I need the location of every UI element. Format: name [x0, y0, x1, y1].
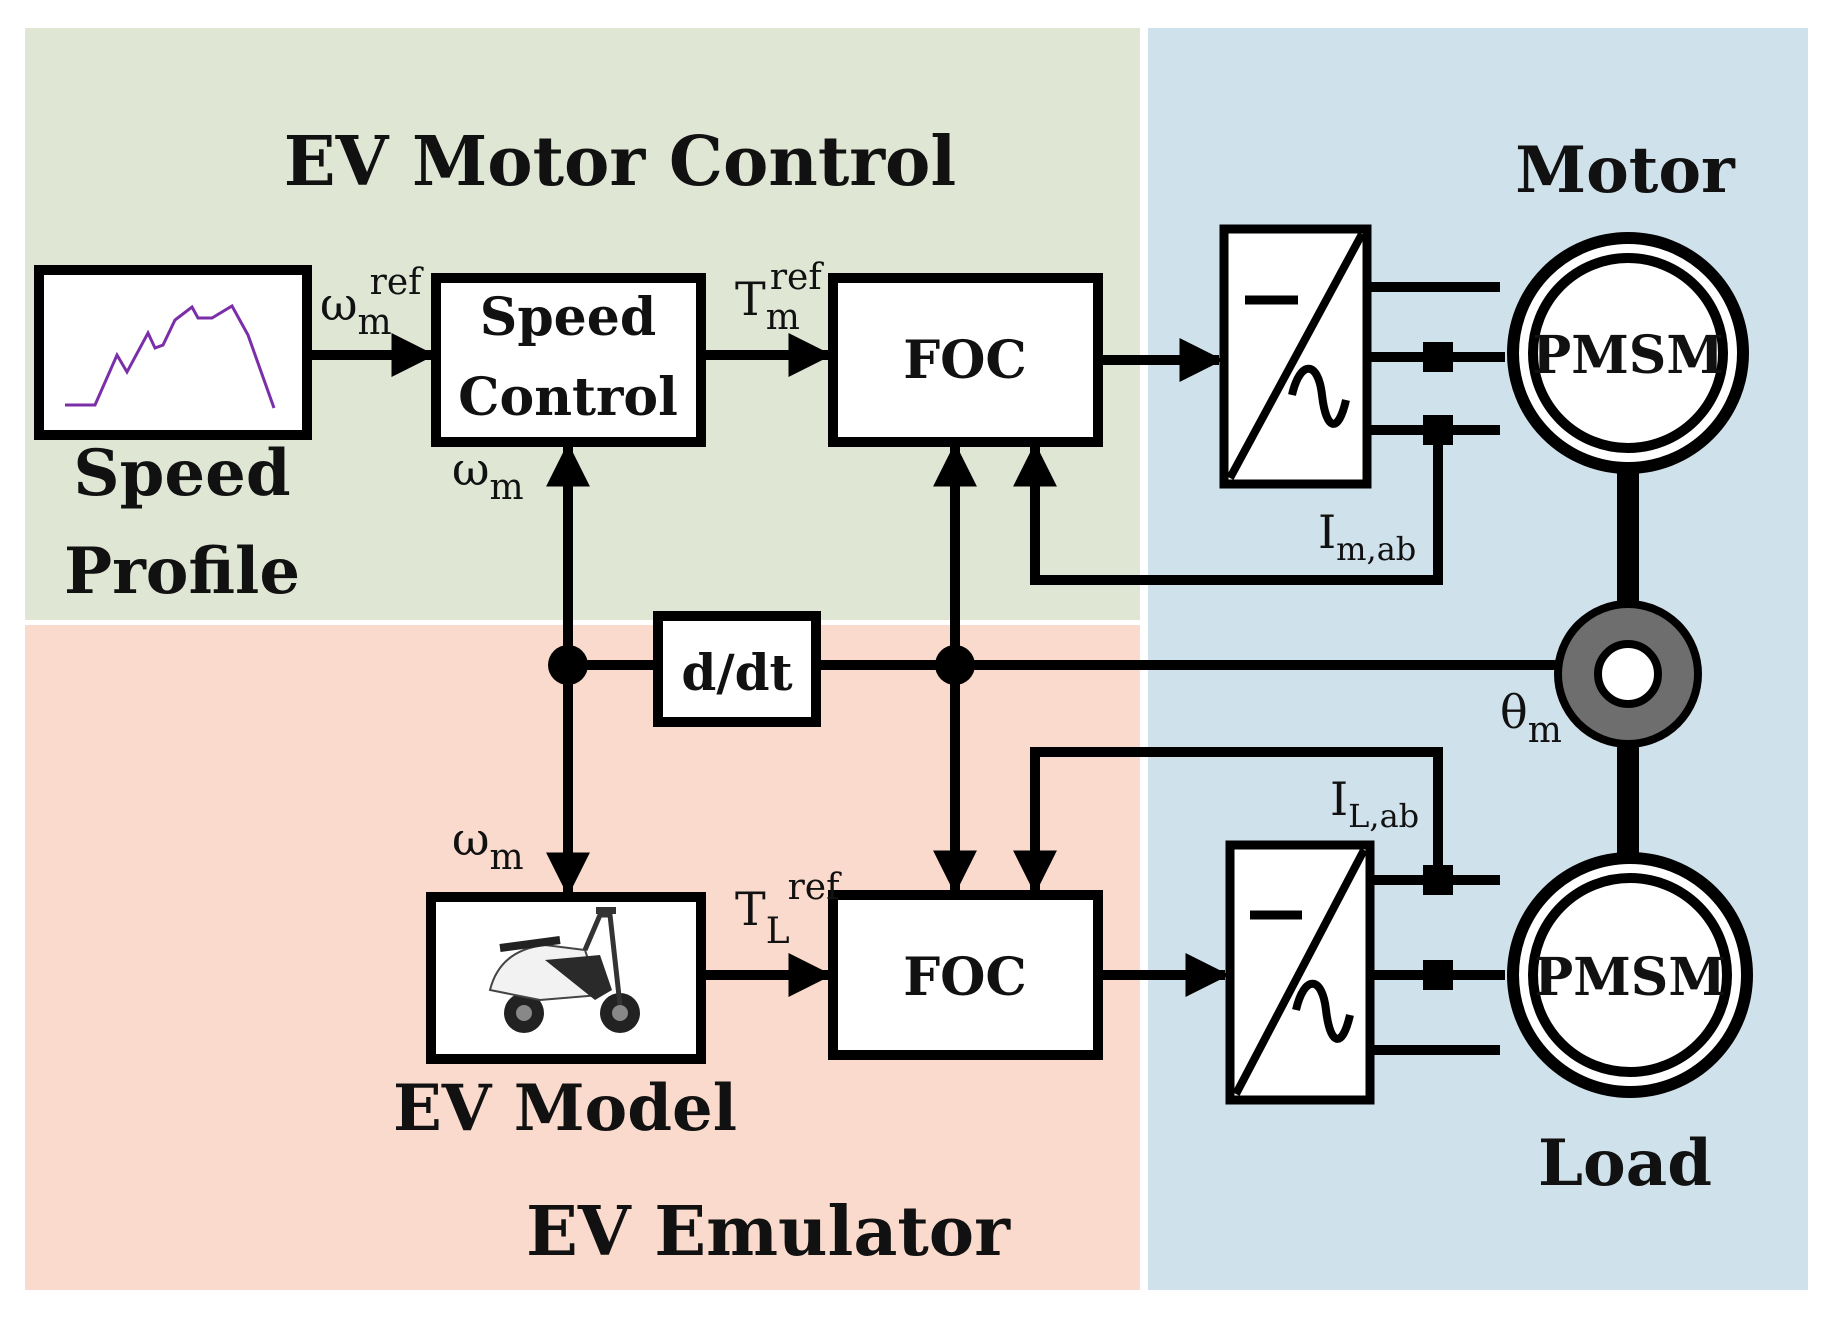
- motor-title: Motor: [1515, 133, 1736, 208]
- theta-label: θm: [1500, 685, 1562, 751]
- motor-control-title: EV Motor Control: [284, 122, 957, 202]
- junction-dot-left: [548, 645, 588, 685]
- foc-load-label: FOC: [903, 947, 1027, 1008]
- inverter-load-block: [1225, 840, 1375, 1105]
- tm-ref-label: Tmref: [735, 257, 824, 338]
- speed-control-label-line2: Control: [458, 367, 678, 428]
- speed-profile-label-line2: Profile: [64, 534, 300, 609]
- motor-pmsm-label: PMSM: [1532, 325, 1724, 386]
- foc-motor-block: [828, 273, 1103, 447]
- ev-model-label: EV Model: [393, 1071, 737, 1146]
- omega-ref-label: ωmref: [320, 262, 424, 343]
- encoder: [1554, 600, 1702, 748]
- speed-profile-chart-icon: [65, 303, 276, 409]
- emulator-title: EV Emulator: [526, 1192, 1011, 1272]
- speed-profile-label-line1: Speed: [73, 436, 290, 511]
- motor-pmsm: [1507, 232, 1749, 474]
- load-title: Load: [1538, 1126, 1712, 1201]
- tl-ref-label: TLref: [735, 867, 842, 952]
- foc-load-block: [828, 890, 1103, 1060]
- inverter-motor-block: [1219, 224, 1372, 489]
- omega-fb-top-label: ωm: [452, 442, 524, 508]
- speed-profile-block: [34, 265, 312, 440]
- scooter-icon: [488, 907, 640, 1033]
- foc-motor-label: FOC: [903, 330, 1027, 391]
- speed-control-label-line1: Speed: [480, 287, 656, 348]
- i-l-label: IL,ab: [1330, 772, 1419, 835]
- current-sensors: [1423, 342, 1453, 990]
- load-pmsm: [1507, 852, 1753, 1098]
- omega-fb-bottom-label: ωm: [452, 812, 524, 878]
- ddt-label: d/dt: [681, 643, 792, 702]
- i-m-label: Im,ab: [1318, 505, 1416, 568]
- junction-dot-right: [935, 645, 975, 685]
- load-pmsm-label: PMSM: [1534, 947, 1726, 1008]
